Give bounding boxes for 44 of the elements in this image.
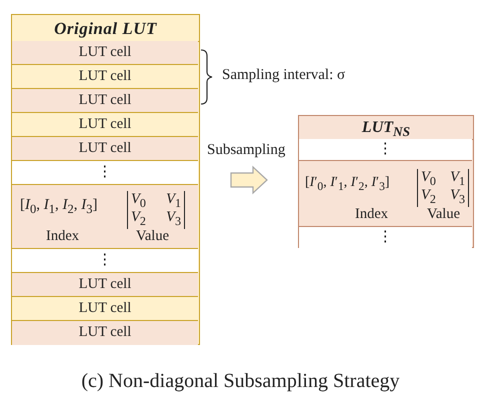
matrix-entry: V$_{0}$ (131, 190, 146, 210)
block-arrow (230, 166, 268, 194)
cell-text: ⋮ (98, 163, 112, 181)
matrix-entry: V$_{1}$ (166, 190, 181, 210)
matrix-entry: V$_{3}$ (450, 186, 465, 206)
cell-text: LUT cell (78, 68, 132, 84)
cell-text: LUT cell (78, 324, 132, 341)
index-label: Index (355, 206, 388, 222)
lut-row (299, 226, 472, 248)
lut-row (12, 296, 198, 320)
cell-text: LUT cell (78, 276, 132, 292)
lut-table (298, 115, 474, 248)
cell-text: ⋮ (378, 140, 393, 158)
cell-text: LUT cell (78, 116, 132, 132)
lut-row (12, 160, 198, 184)
index-vector: [I$_{0}$, I$_{1}$, I$_{2}$, I$_{3}$] (20, 196, 98, 216)
matrix-entry: V$_{1}$ (450, 168, 465, 188)
edge-label: Subsampling (207, 142, 286, 159)
matrix-entry: V$_{2}$ (131, 208, 146, 228)
cell-text: LUT cell (78, 92, 132, 108)
index-vector: [I′$_{0}$, I′$_{1}$, I′$_{2}$, I′$_{3}$] (305, 174, 390, 192)
matrix-entry: V$_{2}$ (421, 186, 436, 206)
caption: (c) Non-diagonal Subsampling Strategy (80, 370, 401, 393)
cell-text: LUT cell (78, 300, 132, 316)
cell-text: LUT cell (78, 44, 132, 60)
lut-entry-row (12, 184, 198, 248)
matrix-entry: V$_{0}$ (421, 168, 436, 188)
value-label: Value (136, 228, 170, 244)
interval-label: Sampling interval: σ (222, 67, 346, 84)
cell-text: LUT cell (78, 140, 132, 156)
lut-row (12, 88, 198, 112)
lut-row (12, 320, 198, 344)
lut-row (12, 248, 198, 272)
lut-row (12, 40, 198, 64)
value-label: Value (427, 206, 460, 222)
lut-row (12, 112, 198, 136)
index-label: Index (46, 228, 80, 244)
lut-row (12, 272, 198, 296)
lut-table (11, 14, 200, 345)
lut-row (299, 138, 472, 160)
cell-text: ⋮ (378, 228, 393, 246)
matrix-entry: V$_{3}$ (166, 208, 181, 228)
lut-row (12, 136, 198, 160)
cell-text: ⋮ (98, 251, 112, 269)
